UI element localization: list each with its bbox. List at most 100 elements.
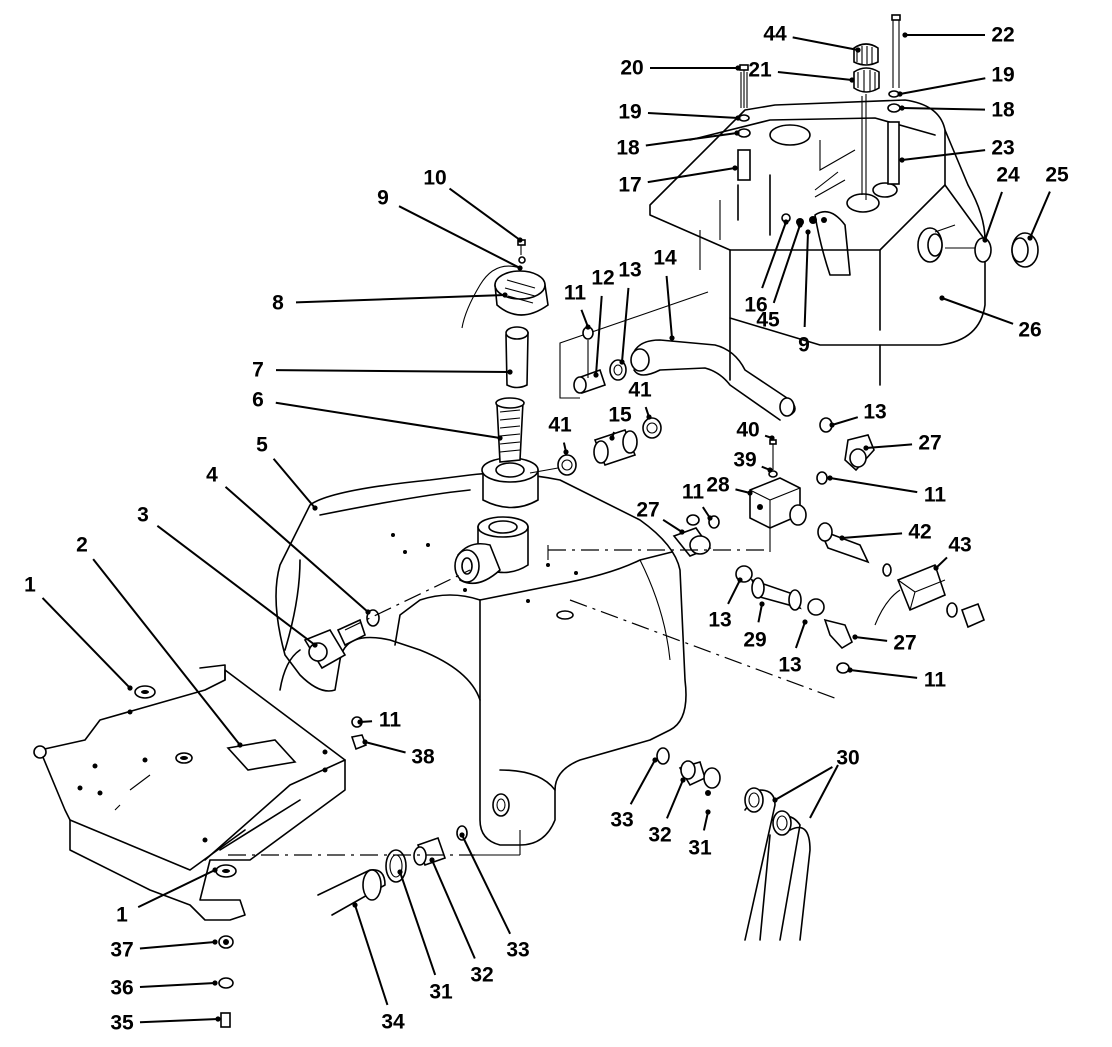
leader-tip-9 — [805, 229, 811, 235]
callout-label-36: 36 — [110, 977, 133, 1000]
leader-tip-34 — [352, 902, 358, 908]
leader-line-34 — [354, 904, 389, 1006]
leader-tip-44 — [855, 47, 861, 53]
leader-tip-27 — [679, 529, 685, 535]
leader-line-31 — [399, 871, 437, 976]
leader-line-33 — [461, 834, 512, 935]
callout-label-13: 13 — [618, 259, 641, 282]
manifold-assembly — [672, 417, 986, 674]
callout-label-42: 42 — [908, 521, 931, 544]
leader-tip-19 — [897, 91, 903, 97]
leader-tip-11 — [707, 515, 713, 521]
callout-label-11: 11 — [924, 669, 947, 692]
callout-label-11: 11 — [682, 481, 705, 504]
leader-tip-4 — [365, 609, 371, 615]
leader-tip-32 — [680, 777, 686, 783]
leader-line-29 — [757, 603, 763, 623]
leader-tip-35 — [215, 1016, 221, 1022]
callout-label-32: 32 — [648, 824, 671, 847]
callout-label-6: 6 — [252, 389, 264, 412]
callout-label-27: 27 — [636, 499, 659, 522]
leader-tip-40 — [769, 435, 775, 441]
leader-tip-32 — [429, 857, 435, 863]
callout-label-41: 41 — [628, 379, 652, 402]
leader-line-19 — [899, 77, 986, 95]
callout-label-14: 14 — [653, 247, 677, 270]
leader-tip-11 — [827, 475, 833, 481]
callout-label-38: 38 — [411, 746, 435, 769]
callout-label-24: 24 — [996, 164, 1020, 187]
leader-tip-20 — [735, 65, 741, 71]
callout-label-9: 9 — [377, 187, 389, 210]
callout-label-9: 9 — [798, 334, 810, 357]
callout-label-34: 34 — [381, 1011, 405, 1034]
centerlines — [228, 525, 841, 856]
callout-label-13: 13 — [708, 609, 731, 632]
callout-label-3: 3 — [137, 504, 149, 527]
leader-tip-43 — [933, 565, 939, 571]
leader-tip-11 — [585, 324, 591, 330]
leader-tip-8 — [502, 292, 508, 298]
leader-tip-11 — [357, 719, 363, 725]
leader-line-17 — [647, 167, 736, 184]
callout-label-41: 41 — [548, 414, 572, 437]
callout-label-39: 39 — [733, 449, 756, 472]
callout-label-27: 27 — [893, 632, 916, 655]
callout-label-17: 17 — [618, 174, 641, 197]
callout-label-23: 23 — [991, 137, 1014, 160]
callout-label-27: 27 — [918, 432, 941, 455]
leader-line-33 — [629, 759, 656, 805]
leader-line-23 — [901, 149, 986, 161]
leader-line-35 — [139, 1018, 219, 1024]
callout-label-32: 32 — [470, 964, 493, 987]
callout-label-37: 37 — [110, 939, 133, 962]
leader-line-37 — [139, 941, 216, 950]
leader-line-19 — [647, 111, 739, 119]
leader-tip-14 — [669, 335, 675, 341]
leader-tip-3 — [312, 642, 318, 648]
leader-tip-30 — [772, 797, 778, 803]
callout-label-21: 21 — [748, 59, 772, 82]
callout-label-31: 31 — [429, 981, 453, 1004]
leader-tip-10 — [517, 237, 523, 243]
leader-tip-33 — [652, 757, 658, 763]
callout-label-13: 13 — [863, 401, 886, 424]
callout-label-43: 43 — [948, 534, 971, 557]
mounting-plate — [33, 664, 346, 1028]
leader-tip-9 — [517, 265, 523, 271]
callout-label-45: 45 — [756, 309, 780, 332]
leader-line-44 — [792, 36, 859, 51]
leader-line-25 — [1029, 191, 1051, 239]
leader-line-30 — [774, 766, 833, 801]
leader-tip-25 — [1027, 235, 1033, 241]
leader-tip-16 — [783, 219, 789, 225]
leader-line-30-secondary — [809, 764, 839, 819]
fuel-line — [630, 339, 796, 421]
leader-line-38 — [364, 741, 406, 754]
leader-line-10 — [448, 187, 521, 241]
leader-tip-18 — [899, 105, 905, 111]
callout-label-5: 5 — [256, 434, 268, 457]
callout-label-22: 22 — [991, 24, 1014, 47]
leader-tip-13 — [737, 577, 743, 583]
callout-label-44: 44 — [763, 23, 787, 46]
leader-tip-1 — [212, 867, 218, 873]
leader-line-18 — [645, 132, 738, 147]
leader-tip-15 — [609, 435, 615, 441]
callout-label-20: 20 — [620, 57, 643, 80]
leader-tip-38 — [362, 739, 368, 745]
leader-line-5 — [272, 458, 316, 509]
leader-line-27 — [865, 443, 913, 449]
leader-line-7 — [275, 369, 511, 373]
leader-tip-28 — [747, 490, 753, 496]
leader-line-32 — [666, 779, 684, 819]
callout-label-31: 31 — [688, 837, 712, 860]
leader-line-9 — [803, 231, 809, 328]
leader-line-13 — [794, 621, 806, 649]
leader-line-6 — [275, 401, 501, 439]
leader-line-11 — [849, 669, 918, 679]
leader-tip-5 — [312, 505, 318, 511]
leader-line-2 — [92, 558, 241, 746]
callout-label-16: 16 — [744, 294, 767, 317]
